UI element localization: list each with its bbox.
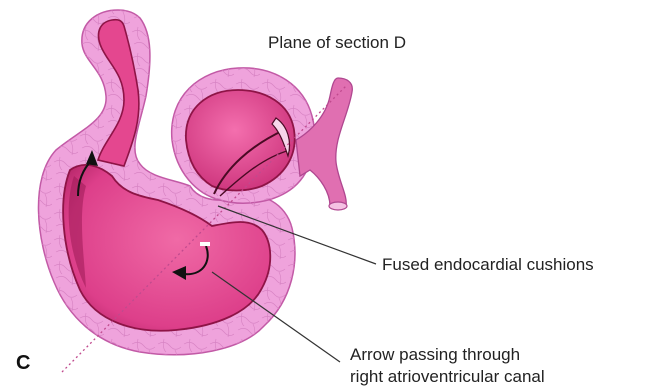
label-arrow-line2: right atrioventricular canal xyxy=(350,366,545,387)
label-fused-cushions: Fused endocardial cushions xyxy=(382,254,594,275)
atrium-lumen xyxy=(186,90,295,191)
label-arrow-line1: Arrow passing through xyxy=(350,344,520,365)
panel-letter: C xyxy=(16,352,30,375)
label-plane-of-section: Plane of section D xyxy=(268,32,406,53)
